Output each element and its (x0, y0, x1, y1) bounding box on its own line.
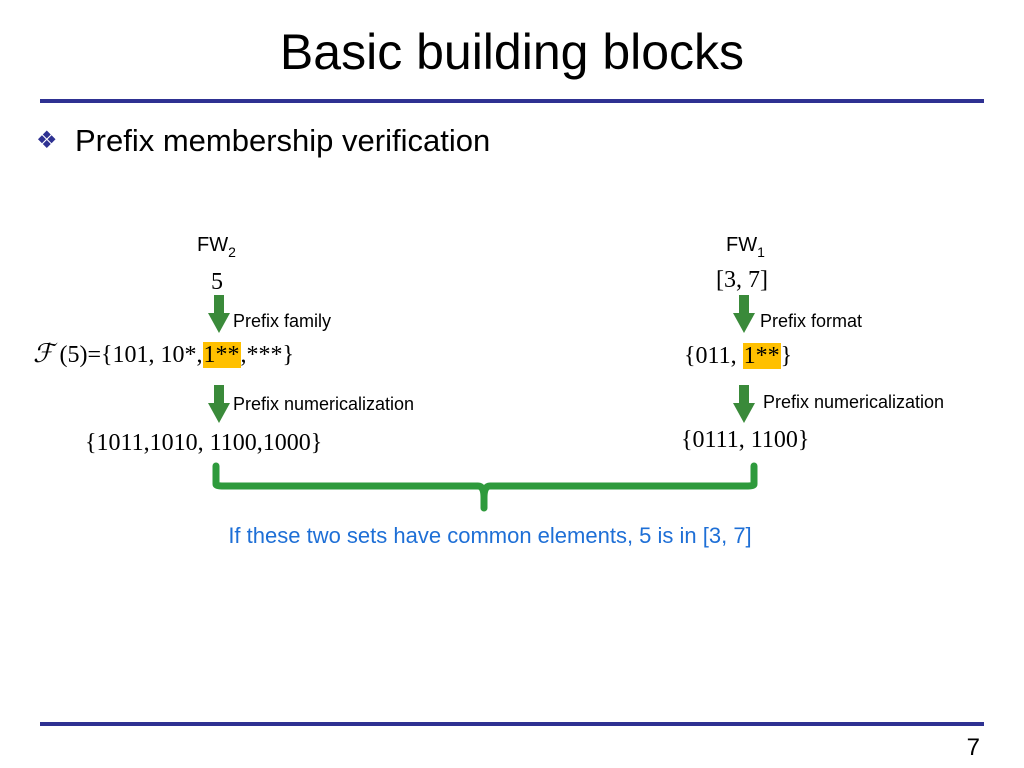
down-arrow-icon (208, 385, 230, 423)
right-numeric-set: {0111, 1100} (681, 427, 810, 453)
right-step-format: Prefix format (760, 311, 863, 331)
right-value: [3, 7] (716, 267, 768, 293)
left-step-numericalization: Prefix numericalization (233, 394, 415, 414)
left-fw-label: FW2 (197, 234, 236, 260)
footer-divider (40, 722, 984, 726)
conclusion-text: If these two sets have common elements, … (228, 523, 752, 548)
right-step-numericalization: Prefix numericalization (763, 392, 945, 412)
left-step-family: Prefix family (233, 311, 332, 331)
prefix-format-set: {011, 1**} (684, 343, 793, 369)
prefix-family-set: ℱ (5)={101, 10*,1**,***} (33, 339, 295, 368)
left-value: 5 (211, 269, 223, 295)
down-arrow-icon (733, 295, 755, 333)
right-fw-label: FW1 (726, 234, 765, 260)
down-arrow-icon (733, 385, 755, 423)
left-numeric-set: {1011,1010, 1100,1000} (85, 430, 323, 456)
page-number: 7 (966, 734, 980, 761)
bullet-text: Prefix membership verification (75, 123, 491, 158)
slide-title: Basic building blocks (279, 24, 745, 80)
title-divider (40, 99, 984, 103)
diamond-bullet-icon: ❖ (36, 127, 58, 154)
bracket-icon (212, 462, 758, 512)
down-arrow-icon (208, 295, 230, 333)
